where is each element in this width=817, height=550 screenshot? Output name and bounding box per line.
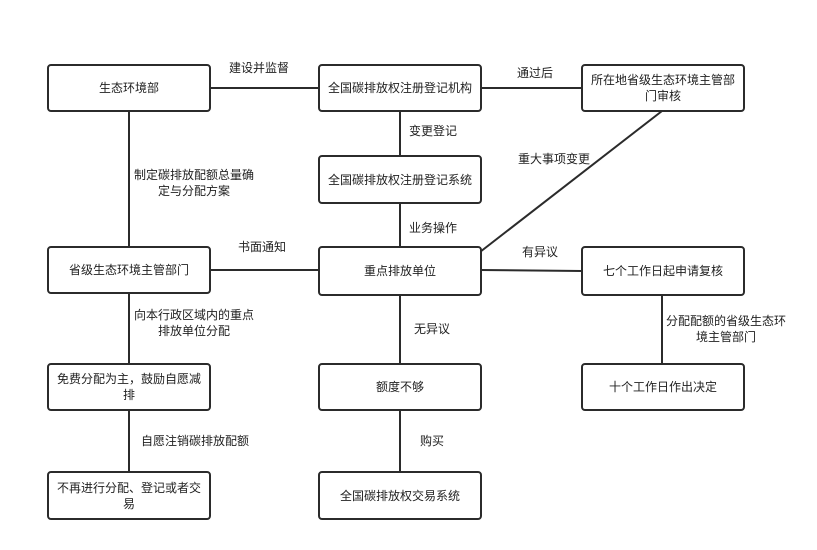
edge-label-major-change: 重大事项变更 bbox=[517, 152, 590, 166]
edge-label-no-objection: 无异议 bbox=[413, 322, 450, 336]
node-registry-system: 全国碳排放权注册登记系统 bbox=[318, 155, 482, 204]
node-key-unit: 重点排放单位 bbox=[318, 246, 482, 296]
edge-label-business-op: 业务操作 bbox=[408, 221, 457, 235]
edge-label-purchase: 购买 bbox=[419, 434, 444, 448]
node-prov-dept-audit: 所在地省级生态环境主管部门审核 bbox=[581, 64, 745, 112]
edge-label-after-pass: 通过后 bbox=[516, 66, 553, 80]
node-trading-system: 全国碳排放权交易系统 bbox=[318, 471, 482, 520]
edge-audit-unit bbox=[479, 110, 663, 253]
edge-label-objection: 有异议 bbox=[521, 245, 558, 259]
edge-label-build-supervise: 建设并监督 bbox=[228, 61, 289, 75]
edge-unit-review bbox=[479, 269, 583, 272]
edge-label-change-register: 变更登记 bbox=[408, 124, 457, 138]
node-prov-dept: 省级生态环境主管部门 bbox=[47, 246, 211, 294]
node-free-alloc: 免费分配为主，鼓励自愿减排 bbox=[47, 363, 211, 411]
node-quota-short: 额度不够 bbox=[318, 363, 482, 411]
node-eco-ministry: 生态环境部 bbox=[47, 64, 211, 112]
edge-label-alloc-dept: 分配配额的省级生态环境主管部门 bbox=[665, 314, 786, 344]
edge-label-quota-plan: 制定碳排放配额总量确定与分配方案 bbox=[133, 168, 254, 198]
node-review-7days: 七个工作日起申请复核 bbox=[581, 246, 745, 296]
edge-label-voluntary-cancel: 自愿注销碳排放配额 bbox=[140, 434, 249, 448]
edge-label-distribute-units: 向本行政区域内的重点排放单位分配 bbox=[133, 308, 254, 338]
node-registry-org: 全国碳排放权注册登记机构 bbox=[318, 64, 482, 112]
edge-label-written-notice: 书面通知 bbox=[237, 240, 286, 254]
node-no-alloc: 不再进行分配、登记或者交易 bbox=[47, 471, 211, 520]
node-decision-10days: 十个工作日作出决定 bbox=[581, 363, 745, 411]
